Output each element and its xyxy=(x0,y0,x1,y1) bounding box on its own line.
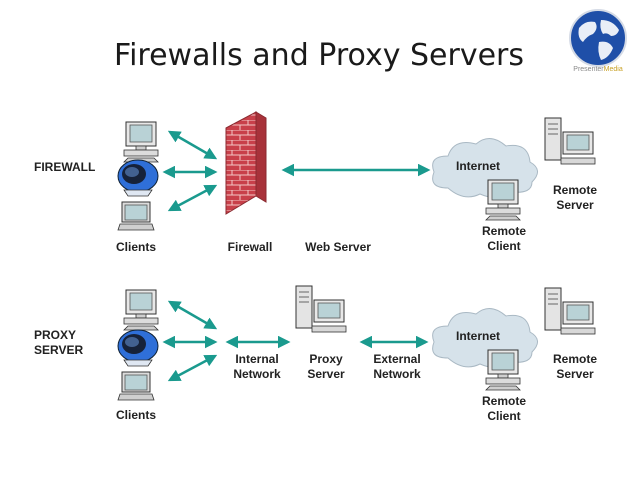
firewall-heading: FIREWALL xyxy=(34,160,96,174)
fw-firewall-label: Firewall xyxy=(227,240,273,254)
slide-title: Firewalls and Proxy Servers xyxy=(114,38,524,73)
arrow-fw-client-1 xyxy=(167,130,218,160)
proxy-client-desktop-icon xyxy=(123,289,159,331)
arrow-px-client-3 xyxy=(167,354,218,382)
logo-text: PresenterMedia xyxy=(573,66,623,73)
proxy-client-imac-icon xyxy=(117,329,159,367)
proxy-remote-client-icon xyxy=(485,349,521,391)
arrow-fw-client-3 xyxy=(167,184,218,212)
client-imac-icon xyxy=(117,159,159,197)
client-laptop-icon xyxy=(117,201,155,231)
proxy-remote-server-icon xyxy=(544,287,596,335)
proxy-server-icon xyxy=(295,285,347,333)
firewall-brick-wall-icon xyxy=(225,111,267,215)
globe-logo-icon xyxy=(569,9,627,67)
fw-internet-label: Internet xyxy=(455,159,500,173)
proxy-client-laptop-icon xyxy=(117,371,155,401)
client-desktop-icon xyxy=(123,121,159,163)
remote-server-icon xyxy=(544,117,596,165)
px-clients-label: Clients xyxy=(115,408,156,422)
arrow-px-client-1 xyxy=(167,300,218,330)
px-internet-label: Internet xyxy=(455,329,500,343)
remote-client-icon xyxy=(485,179,521,221)
fw-web-server-label: Web Server xyxy=(305,240,371,254)
fw-clients-label: Clients xyxy=(115,240,156,254)
